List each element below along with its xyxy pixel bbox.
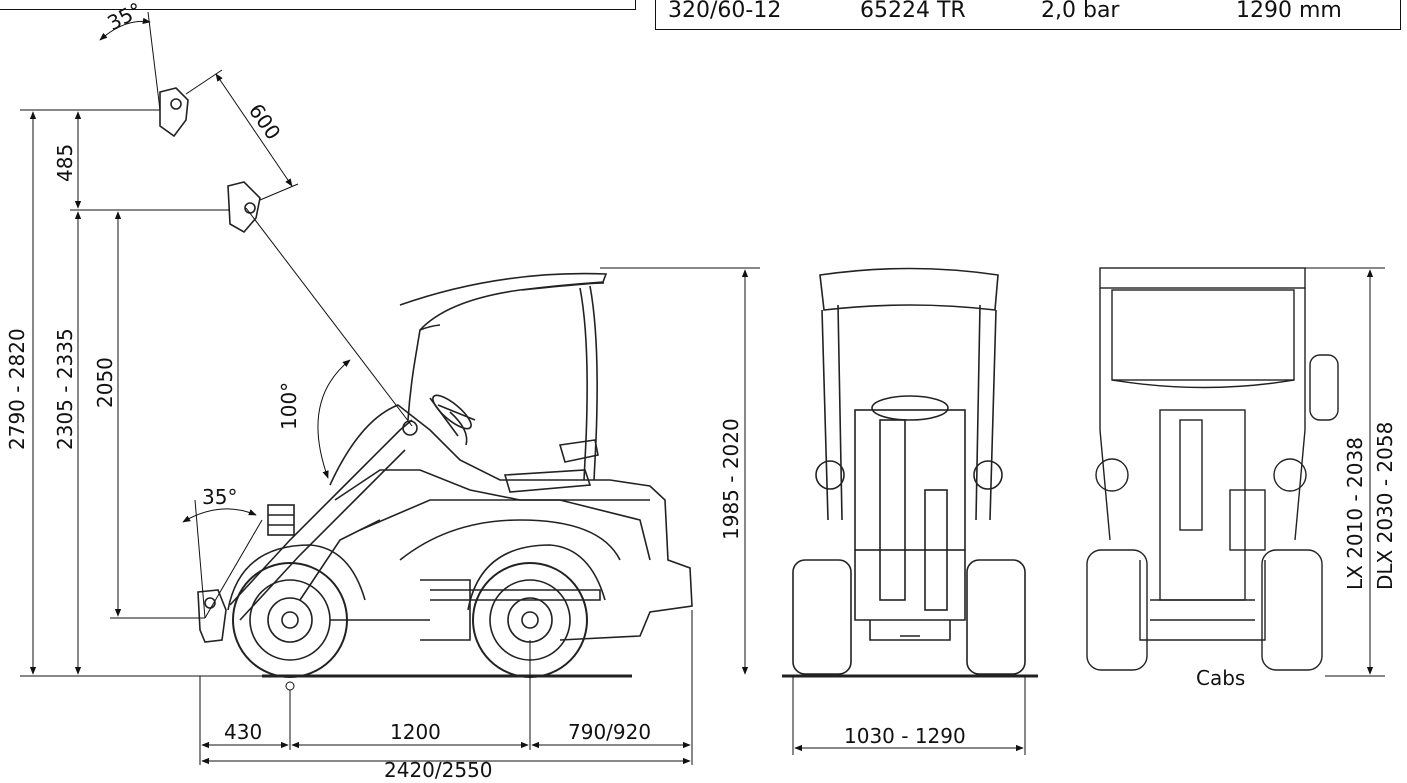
- tyre-size: 320/60-12: [668, 0, 782, 23]
- dim-front-overhang: 430: [224, 720, 262, 744]
- angle-tilt-top: 35°: [103, 0, 146, 35]
- front-view-machine: [782, 267, 1038, 678]
- cab-view-machine: [1086, 267, 1339, 671]
- dim-canopy-height: 1985 - 2020: [719, 418, 743, 540]
- angle-tilt-bottom: 35°: [202, 485, 237, 509]
- dim-lift-height: 2050: [93, 357, 117, 408]
- dim-total-length: 2420/2550: [384, 758, 493, 782]
- dim-cab-height-lx: LX 2010 - 2038: [1343, 437, 1367, 590]
- dim-track-width: 1030 - 1290: [844, 724, 966, 748]
- angle-boom: 100°: [277, 382, 301, 430]
- dim-rear-overhang: 790/920: [568, 720, 651, 744]
- tyre-code: 65224 TR: [860, 0, 966, 23]
- dim-cab-height-dlx: DLX 2030 - 2058: [1373, 422, 1397, 590]
- upper-left-frame: [0, 0, 636, 10]
- tyre-spec-table: 320/60-12 65224 TR 2,0 bar 1290 mm: [655, 0, 1401, 30]
- side-view-machine: [159, 87, 693, 678]
- dimension-lines: 35° 35° 100° 600 2790 - 2820 2305 - 2335…: [5, 0, 1397, 782]
- tyre-pressure: 2,0 bar: [1041, 0, 1120, 23]
- dim-total-height: 2790 - 2820: [5, 328, 29, 450]
- dim-wheelbase: 1200: [390, 720, 441, 744]
- dim-boom-extension: 600: [244, 99, 286, 144]
- dim-upper-offset: 485: [53, 144, 77, 182]
- dim-pin-height: 2305 - 2335: [53, 328, 77, 450]
- track-width-value: 1290 mm: [1236, 0, 1342, 23]
- cabs-label: Cabs: [1196, 666, 1246, 690]
